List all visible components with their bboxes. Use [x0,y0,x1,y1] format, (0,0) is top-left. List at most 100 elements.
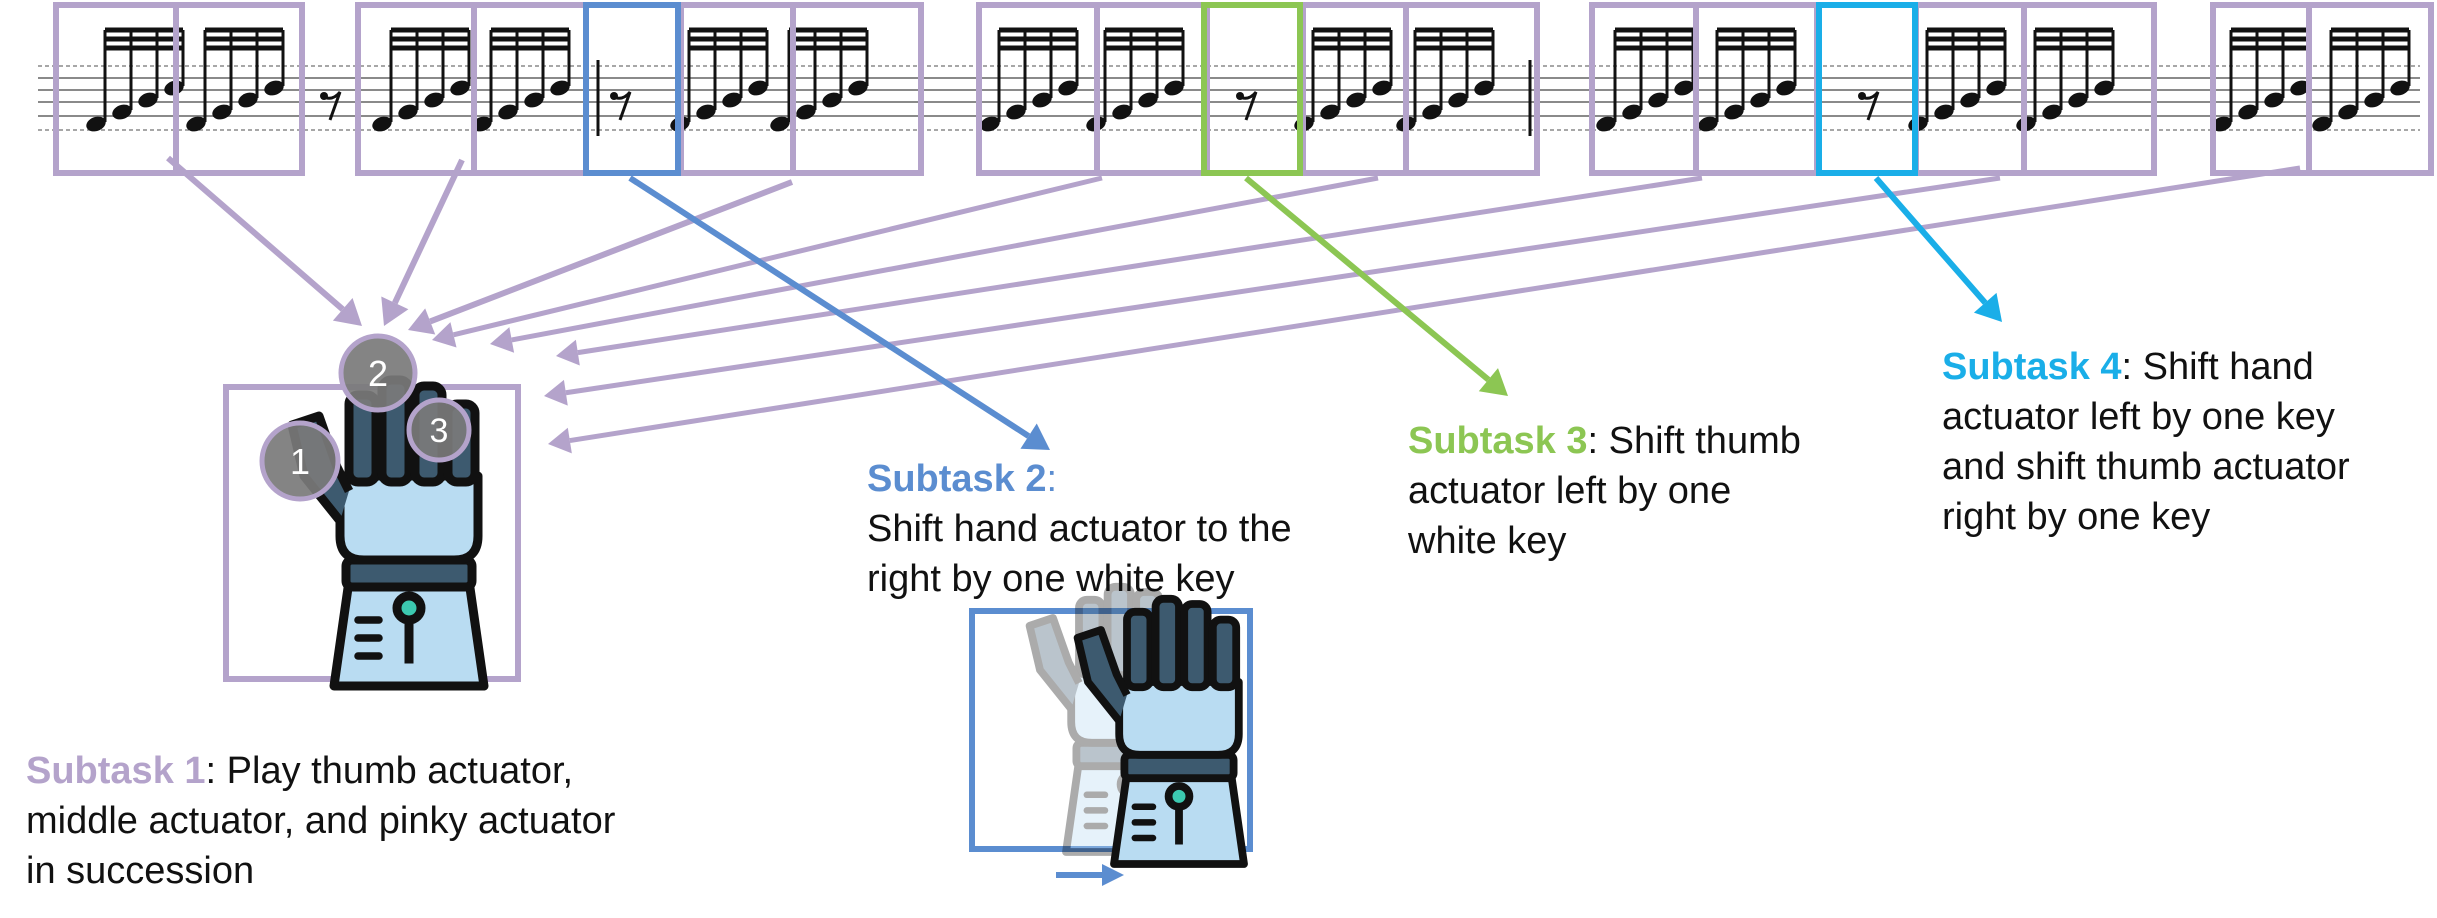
note-head [1164,80,1184,96]
rest-symbol [1236,91,1258,121]
note-head [1674,80,1694,96]
subtask1-group-box [173,2,305,176]
note-head [2068,92,2088,108]
subtask3-group-box [1201,2,1303,176]
subtask1-arrow [408,179,794,335]
subtask4-line: Shift hand [2132,346,2314,388]
note-head [2338,104,2358,120]
robot-finger [1180,600,1212,692]
subtask1-line: in succession [26,850,255,892]
note-head [264,80,284,96]
finger-label: 3 [430,412,449,450]
note-head [238,92,258,108]
robot-finger [1208,615,1241,692]
subtask2-line: Shift hand actuator to the [867,508,1292,550]
subtask1-arrow [548,165,2301,454]
note-head [498,104,518,120]
note-head [1320,104,1340,120]
subtask4-arrow [1873,176,2002,322]
note-head [770,116,790,132]
note-head [2264,92,2284,108]
subtask1-arrow [556,175,1703,366]
note-group [2212,27,2311,132]
subtask4-sep: : [2121,346,2133,388]
subtask1-title: Subtask 1 [26,750,206,792]
note-head [138,92,158,108]
note-group [1396,27,1495,132]
note-group [1086,27,1185,132]
subtask2-title: Subtask 2 [867,458,1047,500]
note-head [1372,80,1392,96]
subtask3-title: Subtask 3 [1408,420,1588,462]
subtask4-group-box [1816,2,1918,176]
robot-thumb [1073,626,1131,724]
subtask3-line: white key [1408,520,1567,562]
note-head [2042,104,2062,120]
finger-label: 1 [290,441,310,482]
subtask3-arrow [1244,175,1508,396]
note-group [472,27,571,132]
note-group [2312,27,2411,132]
note-head [696,104,716,120]
subtask1-arrow [544,175,2001,406]
note-head [112,104,132,120]
robot-sensor [1164,782,1194,811]
note-head [1058,80,1078,96]
subtask2-sep: : [1046,458,1058,500]
note-head [2312,116,2332,132]
note-head [980,116,1000,132]
subtask2-line: right by one white key [867,558,1235,600]
subtask3-sep: : [1587,420,1599,462]
finger-marker-3: 3 [406,397,472,463]
note-group [2016,27,2115,132]
robot-palm [1115,678,1243,759]
note-head [2212,116,2232,132]
note-head [2094,80,2114,96]
note-head [1986,80,2006,96]
note-head [2238,104,2258,120]
note-head [86,116,106,132]
note-head [2364,92,2384,108]
subtask1-line: middle actuator, and pinky actuator [26,800,616,842]
note-head [1006,104,1026,120]
subtask2-group-box [583,2,681,176]
robot-thumb [1025,614,1083,712]
mapping-arrows [166,155,2301,454]
note-head [748,80,768,96]
note-head [1474,80,1494,96]
subtask1-group-box [1403,2,1540,176]
note-head [2290,80,2310,96]
note-head [186,116,206,132]
note-head [372,116,392,132]
subtask3-label: Subtask 3: Shift thumb actuator left by … [1408,416,1888,566]
subtask1-arrow [490,175,1379,353]
robot-hand-icon [1073,594,1248,868]
subtask2-arrow [628,175,1050,450]
note-group [1596,27,1695,132]
note-group [980,27,1079,132]
note-group [1908,27,2007,132]
note-head [2390,80,2410,96]
note-group [1294,27,1393,132]
note-head [848,80,868,96]
note-head [1622,104,1642,120]
subtask1-sep: : [205,750,217,792]
rest-symbol [1858,91,1880,121]
finger-marker-2: 2 [338,333,418,413]
robot-finger [1123,607,1155,692]
subtask3-line: actuator left by one [1408,470,1732,512]
note-head [524,92,544,108]
note-head [1596,116,1616,132]
subtask4-line: actuator left by one key [1942,396,2335,438]
robot-sensor [392,591,426,625]
finger-label: 2 [368,353,388,394]
robot-finger [1151,594,1183,692]
subtask1-group-box [2021,2,2157,176]
note-group-boxes [53,2,2434,176]
subtask1-line: Play thumb actuator, [216,750,574,792]
note-head [1648,92,1668,108]
note-group [186,27,285,132]
note-head [1346,92,1366,108]
subtask3-line: Shift thumb [1598,420,1801,462]
